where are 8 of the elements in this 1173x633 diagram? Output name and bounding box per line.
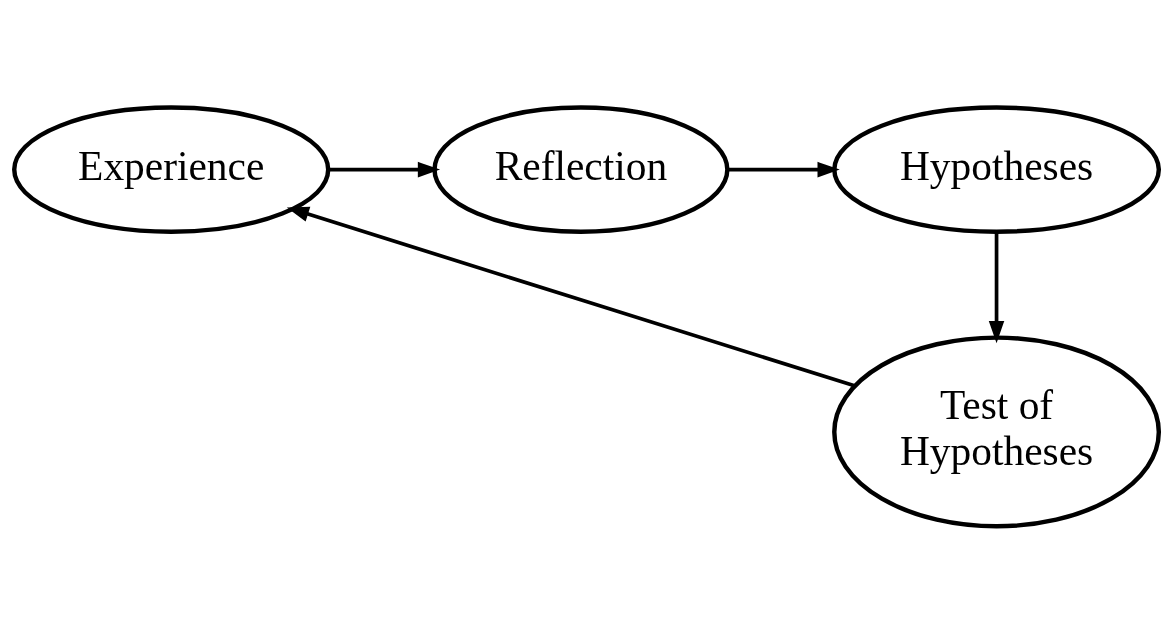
arrow [727, 161, 840, 177]
node-ellipse: Test of Hypotheses [832, 334, 1162, 528]
arrow [988, 231, 1005, 343]
node-ellipse: Hypotheses [832, 104, 1162, 234]
node-ellipse: Experience [12, 104, 331, 234]
arrow [286, 206, 856, 388]
arrow [328, 161, 441, 177]
node-ellipse: Reflection [432, 104, 730, 234]
